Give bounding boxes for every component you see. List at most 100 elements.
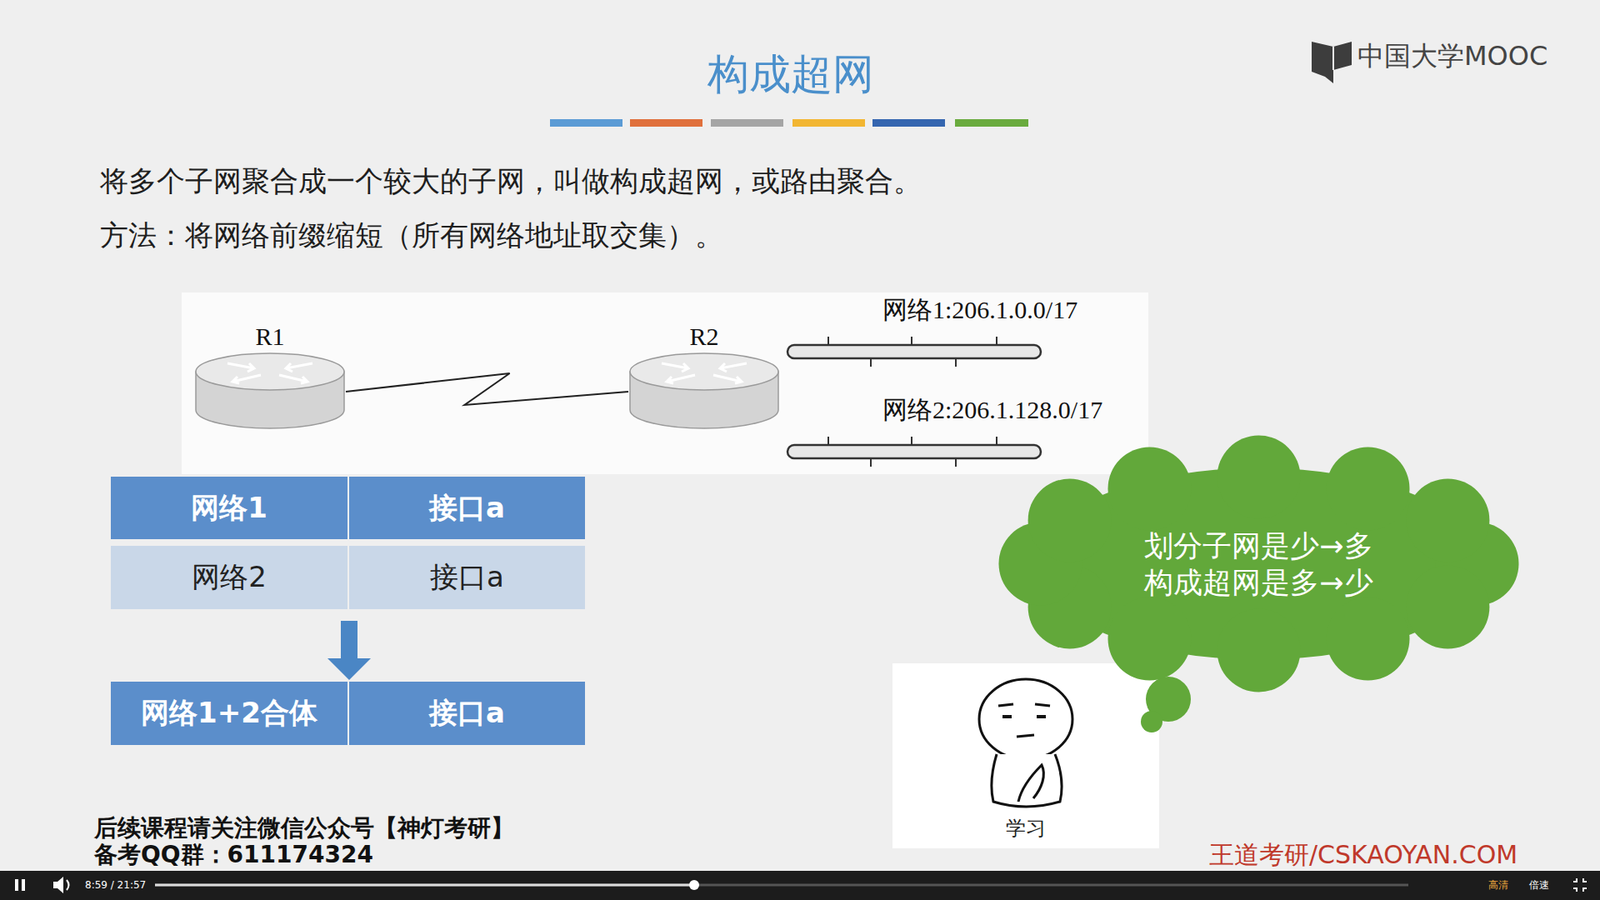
- pause-icon: [21, 879, 25, 891]
- down-arrow: [327, 620, 371, 680]
- router-top: [195, 353, 345, 390]
- cell-text: 接口a: [429, 694, 505, 733]
- host-tap: [827, 336, 830, 345]
- router-arrow: [232, 375, 261, 384]
- cloud-bump: [1217, 435, 1301, 520]
- cloud-bump: [1108, 597, 1192, 681]
- host-tap: [910, 436, 913, 445]
- router-arrow: [713, 375, 742, 384]
- person-head: [979, 679, 1073, 760]
- color-bar: [792, 119, 865, 127]
- thought-cloud-box: 划分子网是少→多构成超网是多→少: [990, 433, 1528, 695]
- body-text: 方法：将网络前缀缩短（所有网络地址取交集）。: [100, 218, 724, 253]
- cloud-bump: [1217, 609, 1301, 693]
- cell-text: 网络1: [190, 489, 268, 528]
- cloud-bump: [1405, 565, 1490, 650]
- network-label: 网络2:206.1.128.0/17: [785, 393, 1103, 427]
- player-bar: [0, 870, 1600, 900]
- diagram-panel: [181, 292, 1149, 475]
- figure-caption: 学习: [1005, 816, 1046, 841]
- cloud-bump: [1028, 479, 1112, 563]
- person-face: [1036, 715, 1046, 719]
- host-tap: [995, 436, 998, 445]
- table-cell: 网络2: [110, 545, 348, 610]
- network-label: 网络1:206.1.0.0/17: [785, 293, 1078, 327]
- router-symbol: [194, 351, 346, 431]
- cell-text: 网络1+2合体: [140, 694, 318, 733]
- person-face: [998, 704, 1014, 706]
- table-cell: 接口a: [349, 545, 585, 610]
- footer-note: 备考QQ群：611174324: [94, 840, 374, 870]
- table-cell: 网络1+2合体: [110, 681, 348, 745]
- player-quality: 高清: [1488, 879, 1509, 891]
- slide-title: 构成超网: [707, 49, 875, 100]
- player-speed: 倍速: [1529, 879, 1550, 891]
- table-cell: 接口a: [349, 476, 585, 540]
- cloud-bump: [1405, 479, 1490, 563]
- volume-icon: [53, 876, 64, 894]
- cloud-bump: [1326, 597, 1410, 681]
- network-segment: [785, 336, 1045, 369]
- color-bar: [630, 119, 703, 127]
- network-segment: [785, 436, 1045, 469]
- figure-ground: [892, 663, 1160, 849]
- router: R2: [628, 321, 780, 431]
- color-bar: [955, 119, 1029, 127]
- table-cell: 网络1: [110, 476, 348, 540]
- host-tap: [955, 458, 957, 467]
- network: 网络2:206.1.128.0/17: [785, 393, 1107, 469]
- footer-note: 后续课程请关注微信公众号【神灯考研】: [94, 814, 515, 843]
- host-tap: [870, 458, 872, 467]
- router-arrow: [661, 363, 689, 372]
- person-hand: [1018, 765, 1044, 802]
- body-text: 将多个子网聚合成一个较大的子网，叫做构成超网，或路由聚合。: [100, 164, 922, 199]
- color-bar: [872, 119, 945, 127]
- router-top: [630, 353, 779, 390]
- network: 网络1:206.1.0.0/17: [785, 293, 1082, 369]
- network-bus: [787, 445, 1041, 459]
- volume-icon: [66, 880, 70, 890]
- cloud-bump: [1108, 446, 1192, 530]
- progress-played: [155, 884, 695, 887]
- person-body: [991, 754, 1062, 807]
- cloud-text: 构成超网是多→少: [1144, 564, 1373, 601]
- thought-cloud: [990, 433, 1528, 695]
- color-bar: [710, 119, 784, 127]
- cloud-text-block: 划分子网是少→多构成超网是多→少: [990, 433, 1528, 695]
- fullscreen-icon: [1573, 878, 1587, 892]
- progress-thumb: [689, 880, 700, 890]
- logo-text: 中国大学MOOC: [1357, 40, 1548, 72]
- cell-text: 接口a: [429, 489, 505, 528]
- watermark: 王道考研/CSKAOYAN.COM: [1209, 840, 1518, 870]
- router-symbol: [628, 351, 780, 431]
- color-bar: [550, 119, 623, 127]
- host-tap: [870, 358, 872, 367]
- host-tap: [910, 336, 913, 345]
- pause-icon: [15, 879, 19, 891]
- router-arrow: [285, 363, 313, 372]
- person-face: [1016, 735, 1035, 737]
- router-arrow: [720, 363, 747, 372]
- cell-text: 接口a: [430, 558, 505, 597]
- host-tap: [995, 336, 998, 345]
- router-arrow: [666, 375, 695, 384]
- serial-link: [345, 373, 629, 405]
- router-label: R1: [194, 321, 346, 352]
- logo-icon: [1311, 41, 1352, 84]
- router-arrow: [227, 363, 255, 372]
- router-arrow: [279, 375, 308, 384]
- cell-text: 网络2: [191, 558, 267, 597]
- person-face: [1035, 704, 1050, 706]
- router: R1: [194, 321, 346, 431]
- player-time: 8:59 / 21:57: [85, 879, 146, 891]
- table-cell: 接口a: [349, 681, 585, 745]
- router-label: R2: [628, 321, 780, 352]
- host-tap: [955, 358, 957, 367]
- person-face: [1002, 715, 1012, 719]
- host-tap: [827, 436, 830, 445]
- cloud-bump: [1326, 446, 1410, 530]
- cloud-text: 划分子网是少→多: [1144, 527, 1373, 565]
- thought-bubble: [1140, 710, 1163, 733]
